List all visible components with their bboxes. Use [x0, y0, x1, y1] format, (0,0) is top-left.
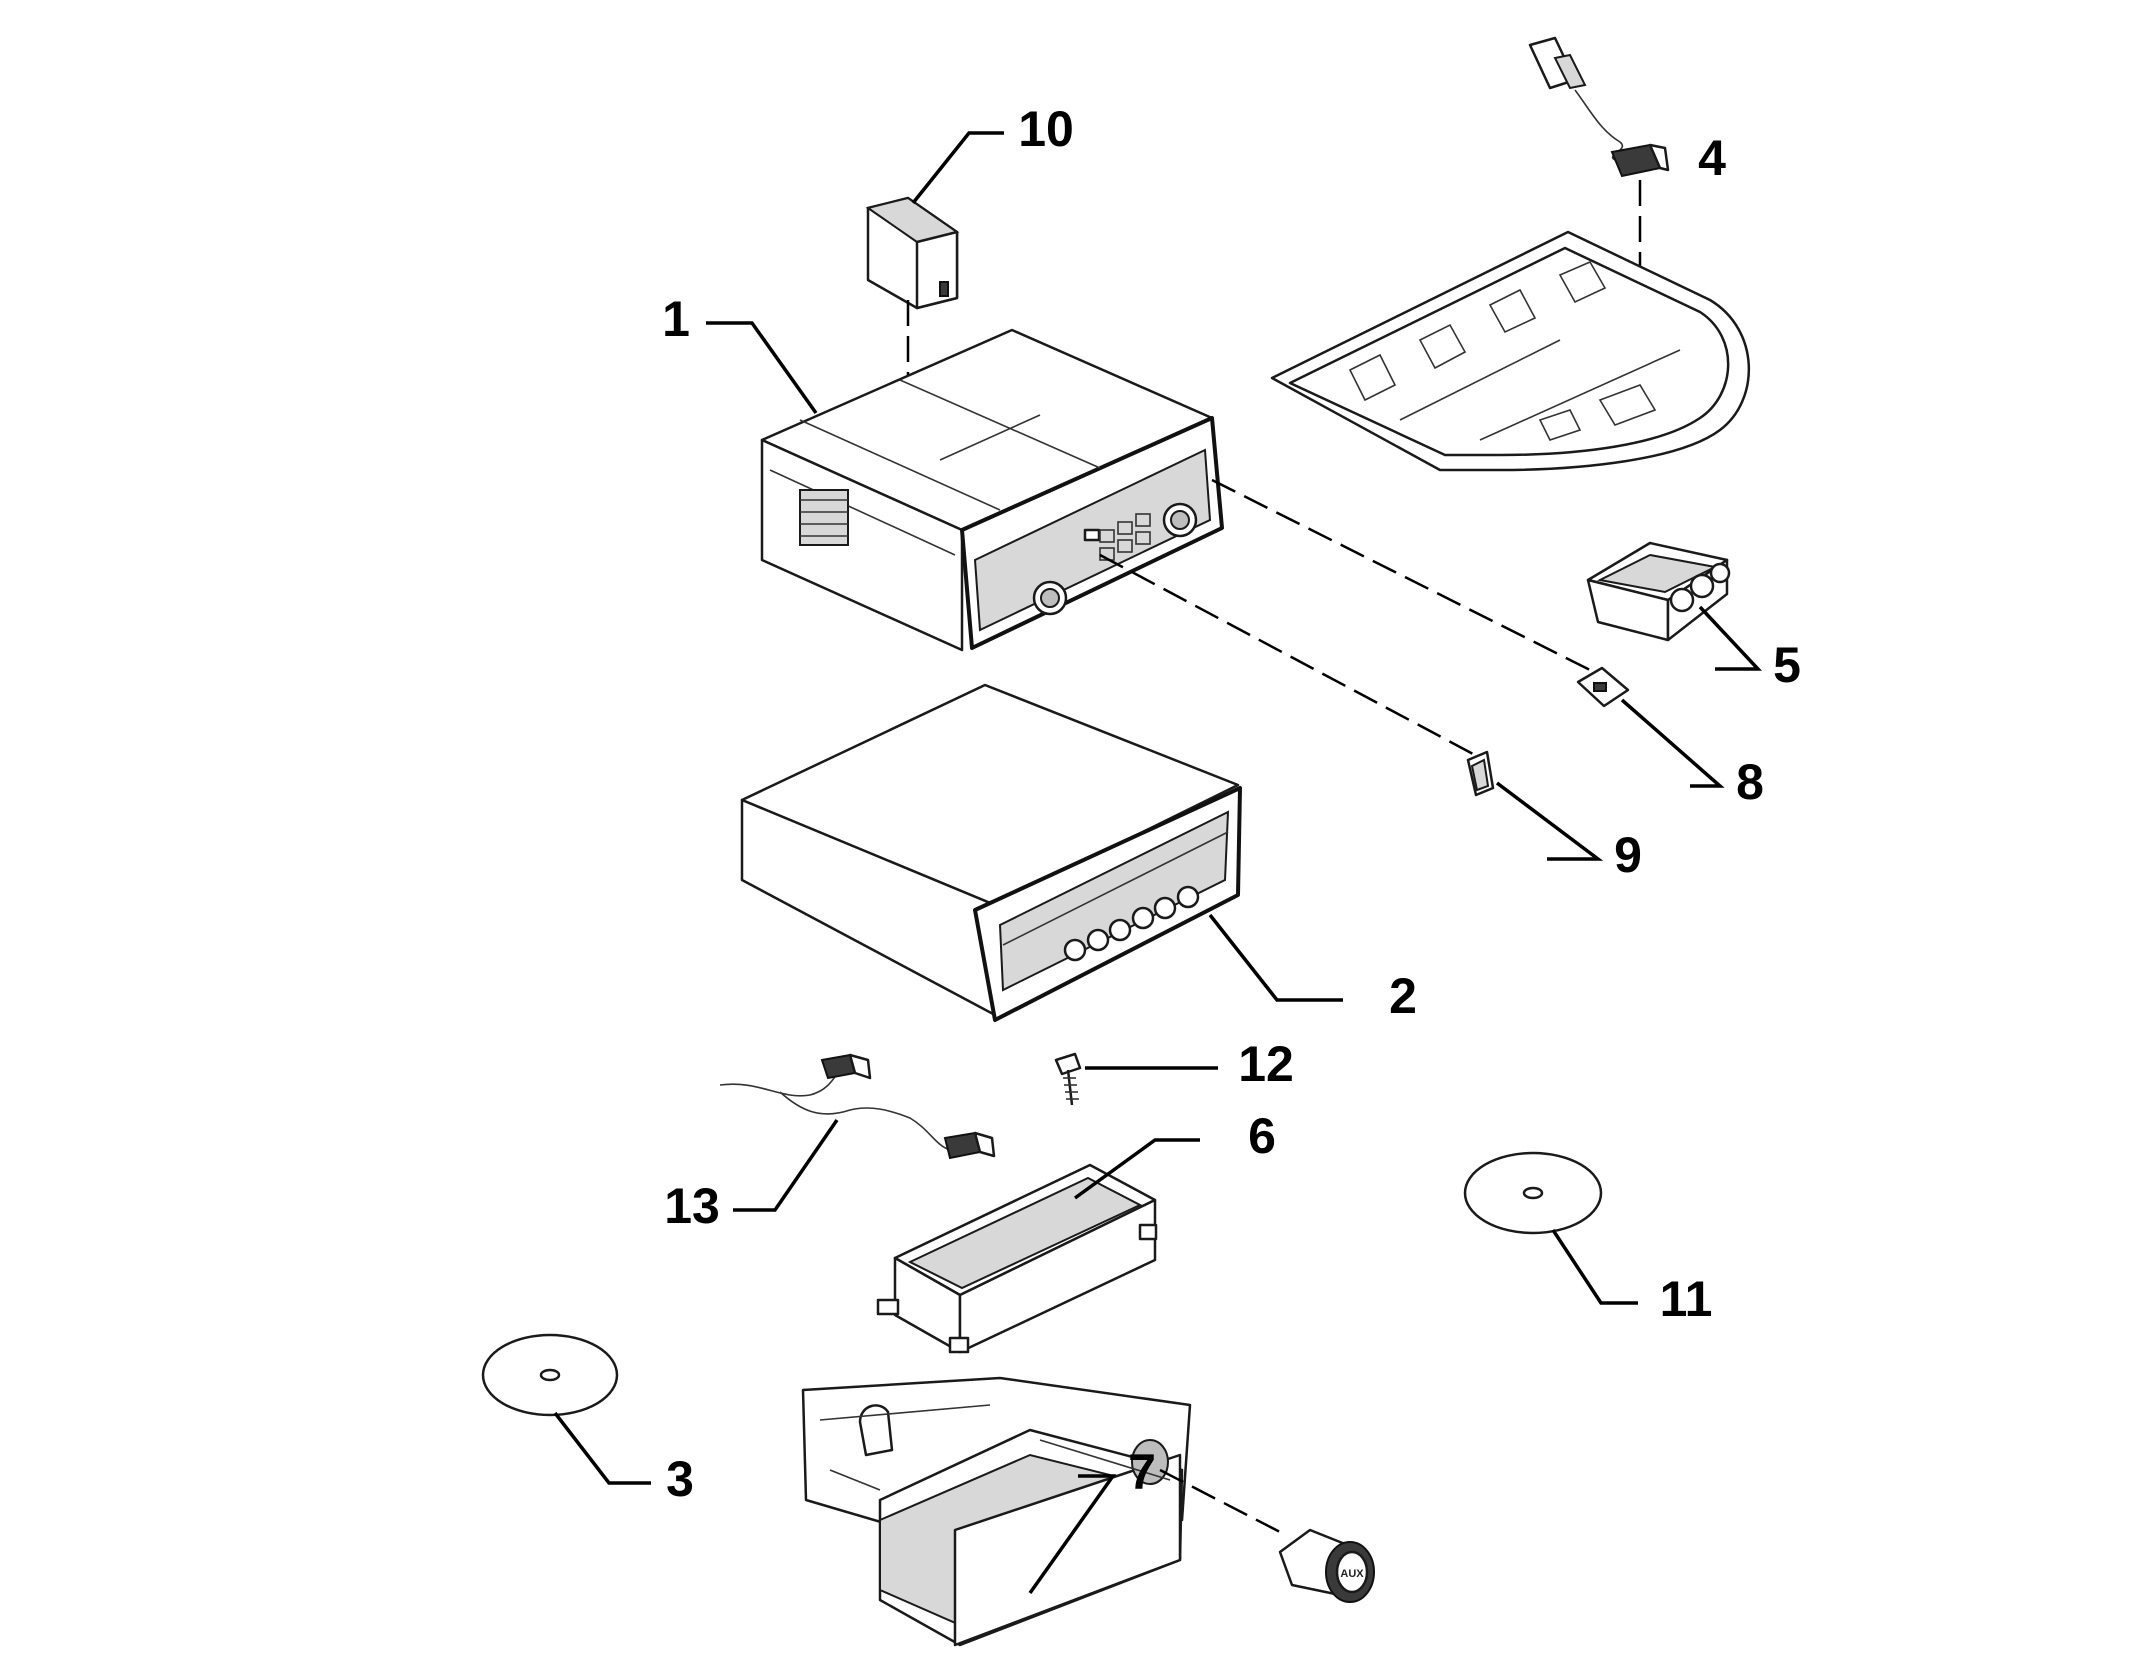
callout-12: 12 [1238, 1036, 1294, 1092]
disc-left-icon [481, 1333, 619, 1417]
small-plate-icon [1576, 666, 1630, 708]
callout-2: 2 [1389, 968, 1417, 1024]
wiring-connector-top-icon [1528, 36, 1670, 178]
callout-9: 9 [1614, 827, 1642, 883]
control-switch-panel-icon [1586, 541, 1731, 642]
aux-label: AUX [1340, 1568, 1364, 1580]
amplifier-module-icon [876, 1163, 1158, 1354]
callout-13: 13 [664, 1178, 720, 1234]
callout-10: 10 [1018, 101, 1074, 157]
centre-console-tray-icon [801, 1376, 1192, 1647]
module-box-icon [865, 196, 960, 310]
aux-socket-icon: AUX [1278, 1528, 1375, 1603]
overhead-console-icon [1270, 230, 1750, 472]
screw-icon [1054, 1052, 1082, 1106]
leader-lines [553, 131, 1763, 1595]
harness-icon [719, 1053, 996, 1160]
callout-labels: 1 2 3 4 5 6 7 8 9 10 11 12 13 [662, 101, 1801, 1507]
callout-7: 7 [1128, 1444, 1156, 1500]
cd-changer-icon [740, 683, 1242, 1022]
callout-11: 11 [1660, 1271, 1713, 1327]
radio-unit-icon [760, 328, 1224, 652]
callout-5: 5 [1773, 637, 1801, 693]
small-clip-icon [1466, 750, 1495, 797]
callout-8: 8 [1736, 754, 1764, 810]
callout-1: 1 [662, 291, 690, 347]
callout-3: 3 [666, 1451, 694, 1507]
callout-6: 6 [1248, 1108, 1276, 1164]
disc-right-icon [1463, 1151, 1603, 1235]
callout-4: 4 [1698, 130, 1726, 186]
